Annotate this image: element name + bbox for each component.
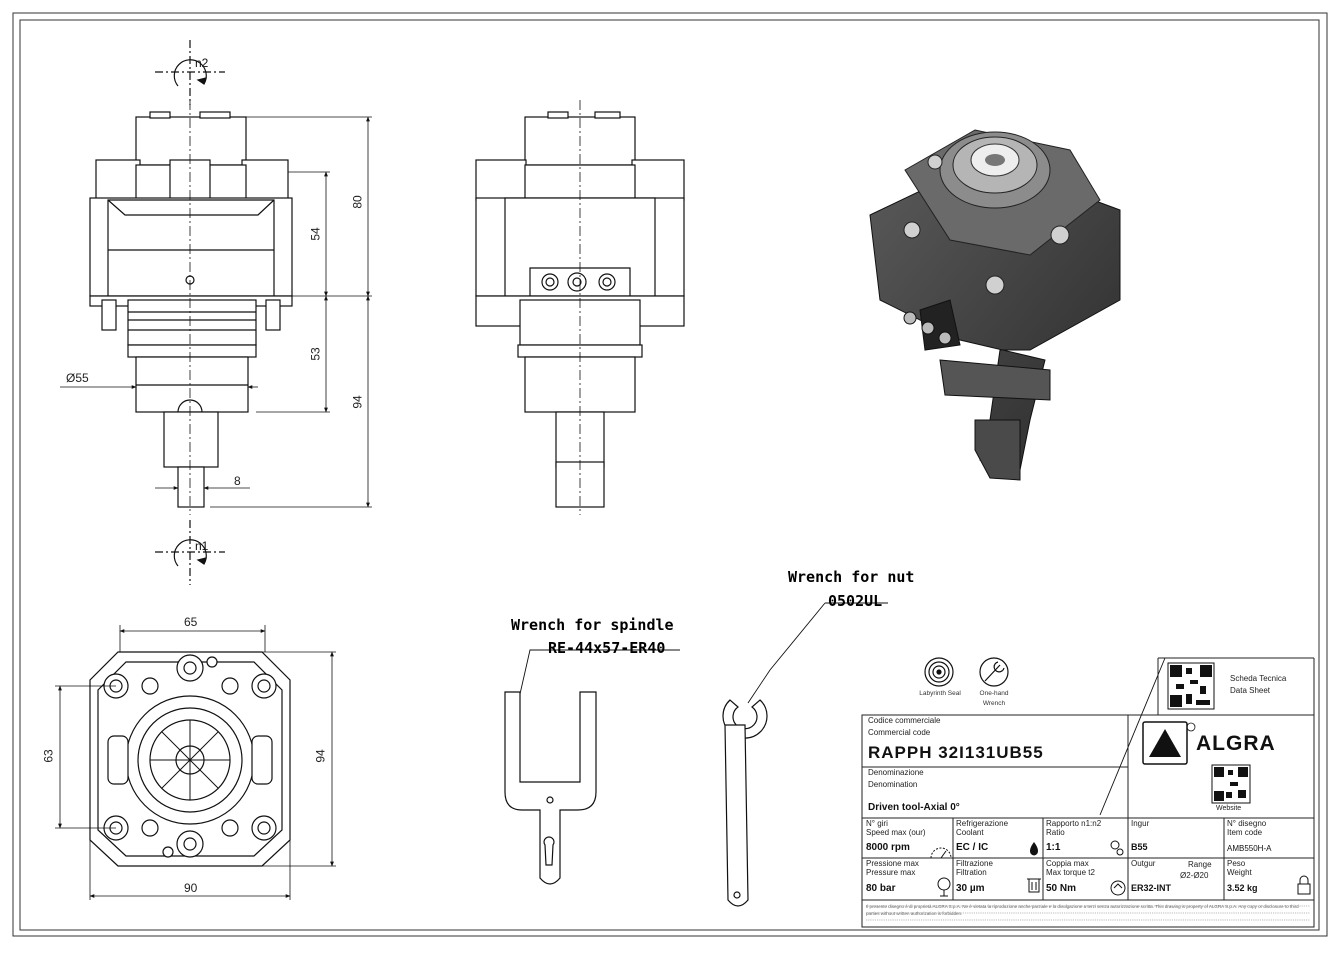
pressure-label-1: Pressione max — [866, 859, 919, 868]
filtration-label-2: Filtration — [956, 868, 987, 877]
output-label: Outgur — [1131, 859, 1156, 868]
dim-8: 8 — [234, 474, 241, 488]
one-hand-wrench-icon — [979, 657, 1009, 687]
pressure-icon — [937, 877, 951, 897]
nut-wrench-title: Wrench for nut — [788, 568, 915, 586]
speed-value: 8000 rpm — [866, 842, 910, 853]
one-hand-caption-2: Wrench — [982, 700, 1006, 707]
title-block — [861, 657, 1315, 928]
weight-label-2: Weight — [1227, 868, 1252, 877]
pressure-value: 80 bar — [866, 883, 896, 894]
outer-frame — [12, 12, 1328, 937]
drawing-no-label-2: Item code — [1227, 828, 1263, 837]
torque-icon — [1110, 880, 1126, 896]
weight-value: 3.52 kg — [1227, 883, 1258, 893]
spindle-wrench-code: RE-44x57-ER40 — [548, 639, 666, 657]
input-label: Ingur — [1131, 819, 1150, 828]
filter-icon — [1027, 878, 1041, 893]
plan-view — [89, 651, 291, 867]
pressure-label-2: Pressure max — [866, 868, 916, 877]
qr-website-icon — [1211, 764, 1251, 804]
gear-icon — [1110, 840, 1124, 856]
dim-diameter-55: Ø55 — [66, 371, 89, 385]
spindle-wrench-title: Wrench for spindle — [511, 616, 674, 634]
denomination-value: Driven tool-Axial 0° — [868, 802, 960, 813]
commercial-code-label-2: Commercial code — [868, 728, 931, 737]
inner-frame — [19, 19, 1320, 931]
filtration-label-1: Filtrazione — [956, 859, 993, 868]
torque-label-2: Max torque t2 — [1046, 868, 1095, 877]
ratio-label-2: Ratio — [1046, 828, 1065, 837]
dim-54: 54 — [308, 227, 323, 241]
coolant-value: EC / IC — [956, 842, 989, 853]
torque-label-1: Coppia max — [1046, 859, 1089, 868]
fine-print: Il presente disegno è di proprietà ALGRA… — [866, 904, 1299, 916]
rotation-label-n2: n2 — [195, 56, 209, 70]
ratio-value: 1:1 — [1046, 842, 1061, 853]
datasheet-label-2: Data Sheet — [1230, 686, 1271, 695]
rotation-symbol-top — [155, 40, 225, 105]
front-view — [89, 40, 293, 515]
nut-wrench-code: 0502UL — [828, 592, 883, 610]
range-label: Range — [1188, 860, 1212, 869]
dim-90: 90 — [184, 881, 198, 895]
torque-value: 50 Nm — [1046, 883, 1077, 894]
denomination-label-2: Denomination — [868, 780, 918, 789]
rotation-label-n1: n1 — [195, 539, 209, 553]
fine-print-lines — [866, 905, 1310, 921]
commercial-code-label-1: Codice commerciale — [868, 716, 941, 725]
labyrinth-seal-icon — [924, 657, 954, 687]
one-hand-caption-1: One-hand — [979, 690, 1009, 697]
spindle-wrench — [504, 691, 597, 885]
labyrinth-seal-caption: Labyrinth Seal — [919, 690, 961, 697]
drawing-no-value: AMB550H-A — [1227, 844, 1272, 853]
input-value: B55 — [1131, 842, 1148, 852]
dim-65: 65 — [184, 615, 198, 629]
dim-63: 63 — [41, 749, 56, 763]
commercial-code-value: RAPPH 32I131UB55 — [868, 743, 1044, 762]
range-value: Ø2-Ø20 — [1180, 871, 1209, 880]
side-view — [475, 100, 685, 515]
datasheet-label-1: Scheda Tecnica — [1230, 674, 1287, 683]
website-label: Website — [1216, 805, 1242, 812]
rotation-symbol-bottom — [155, 520, 225, 585]
speed-label-2: Speed max (our) — [866, 828, 926, 837]
drawing-no-label-1: N° disegno — [1227, 819, 1267, 828]
filtration-value: 30 µm — [956, 883, 985, 894]
nut-wrench — [722, 699, 768, 907]
coolant-label-1: Refrigerazione — [956, 819, 1009, 828]
brand-name: ALGRA — [1196, 732, 1276, 755]
isometric-render — [869, 129, 1121, 481]
speed-label-1: N° giri — [866, 819, 888, 828]
dim-94-front: 94 — [350, 395, 365, 409]
speed-gauge-icon — [930, 847, 952, 859]
weight-lock-icon — [1297, 875, 1311, 895]
output-value: ER32-INT — [1131, 883, 1172, 893]
ratio-label-1: Rapporto n1:n2 — [1046, 819, 1102, 828]
weight-label-1: Peso — [1227, 859, 1246, 868]
algra-logo-icon — [1142, 721, 1196, 765]
coolant-label-2: Coolant — [956, 828, 984, 837]
dim-80: 80 — [350, 195, 365, 209]
front-dimensions — [60, 116, 372, 508]
coolant-drop-icon — [1030, 842, 1038, 856]
dim-53: 53 — [308, 347, 323, 361]
denomination-label-1: Denominazione — [868, 768, 924, 777]
plan-dimensions — [55, 625, 336, 900]
callout-leaders — [519, 602, 1166, 816]
dim-94-plan: 94 — [313, 749, 328, 763]
qr-datasheet-icon — [1167, 662, 1215, 710]
